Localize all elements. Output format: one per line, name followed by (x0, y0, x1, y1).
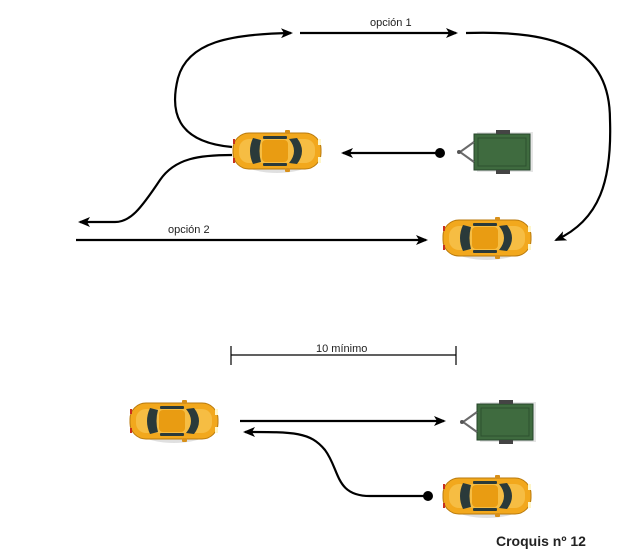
start-dot-icon (435, 148, 445, 158)
car-icon (442, 474, 532, 519)
car-icon (442, 216, 532, 261)
trailer-icon (456, 129, 534, 175)
car-icon (129, 399, 219, 444)
return-curve (243, 427, 426, 498)
option1-curve-right (465, 31, 612, 242)
distance-label: 10 mínimo (316, 343, 367, 355)
trailer-icon (459, 399, 537, 445)
start-dot-icon (423, 491, 433, 501)
option1-curve-left (173, 28, 293, 149)
option2-curve (78, 153, 233, 227)
car-icon (232, 129, 322, 174)
option1-label: opción 1 (370, 17, 412, 29)
option2-label: opción 2 (168, 224, 210, 236)
diagram-caption: Croquis nº 12 (496, 533, 586, 549)
